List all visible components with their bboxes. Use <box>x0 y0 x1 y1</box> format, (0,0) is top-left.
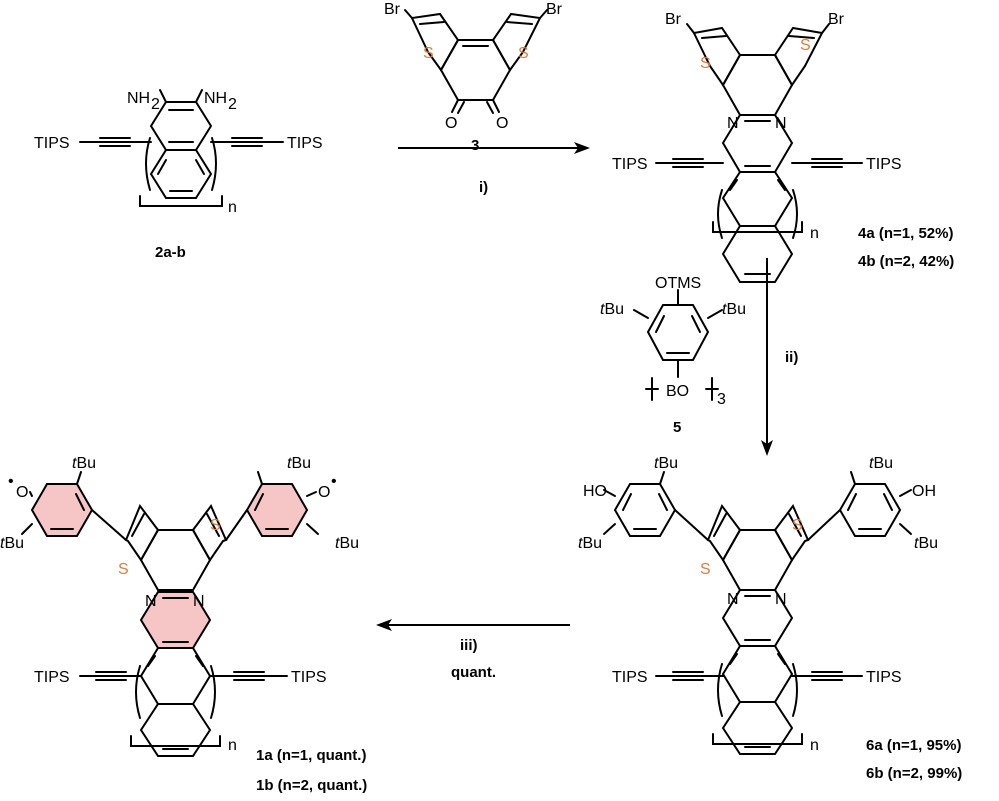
compound-5-label: 5 <box>673 419 681 436</box>
c6-ho: HO <box>583 483 607 500</box>
c1-tbu-bl: tBu <box>0 535 24 552</box>
c4-tips-right: TIPS <box>866 156 902 173</box>
compound-6a-label: 6a (n=1, 95%) <box>866 737 961 754</box>
c4-br-right: Br <box>828 11 845 28</box>
c4-br-left: Br <box>665 11 682 28</box>
c1-tips-right: TIPS <box>291 669 327 686</box>
c1-o-right: O <box>318 484 330 501</box>
c3-o-right: O <box>496 115 508 132</box>
compound-4b-label: 4b (n=2, 42%) <box>858 253 954 270</box>
c4-n-left: N <box>727 115 739 132</box>
c5-otms: OTMS <box>655 275 701 292</box>
c3-s-right: S <box>518 45 529 62</box>
compound-1a-label: 1a (n=1, quant.) <box>256 747 366 764</box>
c6-tbu-tl: tBu <box>654 455 678 472</box>
step-i-label: i) <box>479 179 488 196</box>
c3-br-left: Br <box>384 1 401 18</box>
c3-br-right: Br <box>546 1 563 18</box>
c4-n-right: N <box>775 115 787 132</box>
c2-tips-left: TIPS <box>34 135 70 152</box>
c1-tbu-tr: tBu <box>287 455 311 472</box>
c4-s-right: S <box>800 37 811 54</box>
compound-3-structure <box>404 9 548 114</box>
c4-repeat-n: n <box>810 225 819 242</box>
arrow-step-i <box>398 142 590 154</box>
arrow-step-ii <box>761 258 773 456</box>
c1-o-left: O <box>16 484 28 501</box>
c4-s-left: S <box>700 55 711 72</box>
compound-6-structure <box>603 471 912 755</box>
c2-repeat-n: n <box>228 199 237 216</box>
c2-nh2-right: NH <box>204 90 227 107</box>
c2-nh2-right-sub: 2 <box>228 96 237 113</box>
compound-1-structure <box>21 471 319 757</box>
c1-tbu-br: tBu <box>335 535 359 552</box>
step-ii-label: ii) <box>785 349 798 366</box>
c1-n-left: N <box>145 593 157 610</box>
c6-s-left: S <box>700 561 711 578</box>
c6-tbu-tr: tBu <box>869 455 893 472</box>
c6-s-right: S <box>792 517 803 534</box>
compound-5-structure <box>633 289 723 401</box>
step-iii-label: iii) <box>460 637 478 654</box>
c4-tips-left: TIPS <box>612 156 648 173</box>
compound-2-label: 2a-b <box>155 244 186 261</box>
compound-4-structure <box>655 23 863 283</box>
c1-s-right: S <box>210 517 221 534</box>
c2-nh2-left: NH <box>127 90 150 107</box>
compound-4a-label: 4a (n=1, 52%) <box>858 225 953 242</box>
c6-n-left: N <box>727 591 739 608</box>
c1-tips-left: TIPS <box>34 669 70 686</box>
c6-oh: OH <box>912 483 936 500</box>
c6-repeat-n: n <box>810 737 819 754</box>
c6-tbu-br: tBu <box>914 535 938 552</box>
c1-repeat-n: n <box>228 737 237 754</box>
c6-tips-left: TIPS <box>612 669 648 686</box>
c6-n-right: N <box>775 591 787 608</box>
compound-1b-label: 1b (n=2, quant.) <box>256 777 367 794</box>
c5-tbu-right: tBu <box>722 301 746 318</box>
c6-tips-right: TIPS <box>866 669 902 686</box>
compound-3-label: 3 <box>471 137 479 154</box>
c1-radical-left: • <box>8 473 14 490</box>
c6-tbu-bl: tBu <box>578 535 602 552</box>
compound-6b-label: 6b (n=2, 99%) <box>866 765 962 782</box>
c2-tips-right: TIPS <box>287 135 323 152</box>
arrow-step-iii <box>376 619 570 631</box>
c2-nh2-left-sub: 2 <box>151 96 160 113</box>
c5-bo: BO <box>666 383 689 400</box>
c1-s-left: S <box>118 561 129 578</box>
compound-2-structure <box>79 89 284 207</box>
c5-tbu-left: tBu <box>600 301 624 318</box>
c1-radical-right: • <box>331 473 337 490</box>
c1-tbu-tl: tBu <box>72 455 96 472</box>
c3-o-left: O <box>445 115 457 132</box>
c5-bo-sub: 3 <box>717 391 726 408</box>
c1-n-right: N <box>193 593 205 610</box>
c3-s-left: S <box>423 45 434 62</box>
step-iii-note: quant. <box>451 664 496 681</box>
